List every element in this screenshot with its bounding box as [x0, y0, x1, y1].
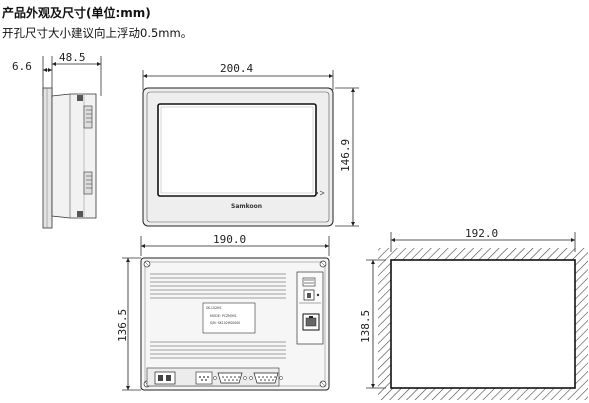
front-width-dim: 200.4	[220, 62, 253, 75]
back-width-dim: 190.0	[213, 233, 246, 246]
back-height-dim: 136.5	[116, 309, 129, 342]
nameplate-line2: S/N: SK102HS0000	[210, 321, 240, 325]
cutout-height-dim: 138.5	[359, 310, 372, 343]
front-height-dim: 146.9	[339, 139, 352, 172]
page-title: 产品外观及尺寸(单位:mm)	[2, 6, 151, 20]
front-view: 200.4 146.9 Samkoon	[142, 62, 359, 227]
front-brand: Samkoon	[231, 203, 262, 210]
cutout-note: 开孔尺寸大小建议向上浮动0.5mm。	[2, 26, 193, 40]
side-depth-dim: 48.5	[59, 51, 86, 64]
side-view: 6.6 48.5	[12, 51, 102, 229]
cutout-width-dim: 192.0	[465, 227, 498, 240]
side-bezel-dim: 6.6	[12, 60, 32, 73]
nameplate-line1: MODE: PCZM/HS	[210, 314, 236, 318]
back-view: 190.0 136.5 SK-102HS	[116, 233, 330, 391]
nameplate-model: SK-102HS	[206, 306, 221, 310]
cutout-view: 192.0 138.5	[359, 227, 588, 400]
